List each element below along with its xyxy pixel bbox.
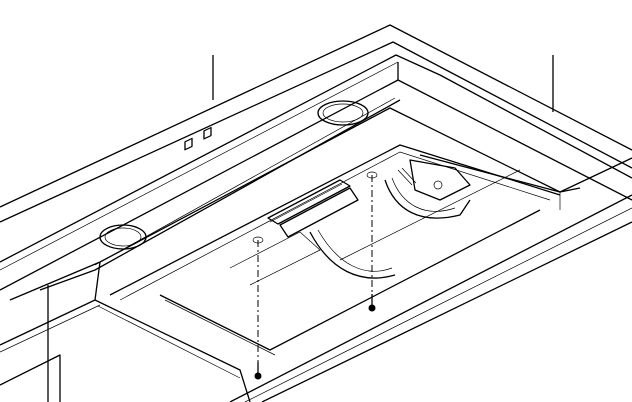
screw-right <box>368 304 376 312</box>
lights <box>99 100 369 250</box>
control-buttons <box>184 126 212 151</box>
range-hood-body <box>0 54 632 402</box>
light-right <box>317 100 369 126</box>
screw-left <box>254 372 262 380</box>
mounting-screws <box>252 171 378 380</box>
filter-frame-and-bracket <box>229 169 521 286</box>
light-left <box>99 224 147 250</box>
ceiling-cabinet <box>0 24 632 223</box>
blower-motor <box>309 159 471 279</box>
